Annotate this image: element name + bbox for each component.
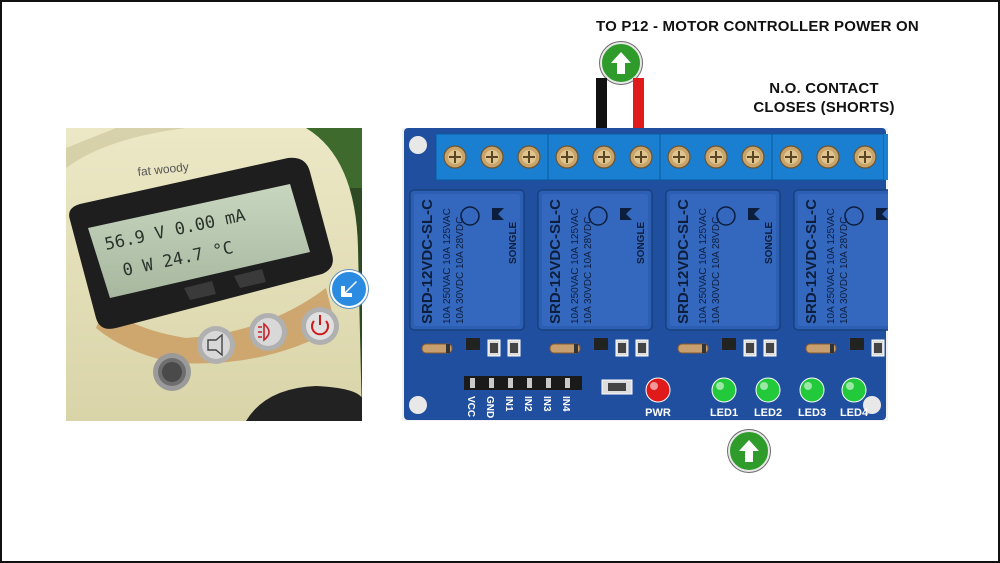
photo-display-panel: fat woody 56.9 V 0.00 mA 0 W 24.7 °C: [66, 128, 362, 421]
relay-brand: SONGLE: [636, 221, 647, 264]
contact-label-line2: CLOSES (SHORTS): [753, 99, 895, 116]
terminal-screw: [629, 145, 653, 169]
brand-text: fat woody: [137, 160, 190, 179]
pin-label-in1: IN1: [503, 396, 514, 412]
relay-rating-dc: 10A 30VDC 10A 28VDC: [455, 217, 466, 324]
relay-brand: SONGLE: [508, 221, 519, 264]
songle-logo-icon: [876, 208, 888, 220]
push-button-plain: [153, 353, 191, 391]
push-button-horn: [197, 326, 235, 364]
songle-logo-icon: [492, 208, 504, 220]
horn-icon: [207, 333, 223, 357]
cqc-logo-icon: [588, 206, 608, 226]
cqc-logo-icon: [716, 206, 736, 226]
up-arrow-icon: [600, 42, 642, 84]
red-wire: [633, 78, 644, 130]
led-led1: LED1: [710, 377, 738, 419]
terminal-screw: [555, 145, 579, 169]
relay-rating-ac: 10A 250VAC 10A 125VAC: [570, 208, 581, 324]
pin-label-vcc: VCC: [465, 396, 476, 417]
relay-model-label: SRD-12VDC-SL-C: [419, 199, 436, 324]
relay-model-label: SRD-12VDC-SL-C: [547, 199, 564, 324]
component-cluster: [421, 338, 521, 357]
terminal-screw: [853, 145, 877, 169]
terminal-screw: [443, 145, 467, 169]
pin-label-in2: IN2: [522, 396, 533, 412]
led-pwr: PWR: [645, 377, 671, 419]
songle-logo-icon: [748, 208, 760, 220]
terminal-screw: [480, 145, 504, 169]
up-arrow-icon: [728, 430, 770, 472]
component-cluster: [677, 338, 777, 357]
pin-label-in4: IN4: [560, 396, 571, 412]
headlight-icon: [263, 322, 270, 342]
led-label-led3: LED3: [798, 407, 826, 419]
led-label-pwr: PWR: [645, 407, 671, 419]
terminal-screw: [816, 145, 840, 169]
power-icon: [311, 320, 329, 336]
relay-model-label: SRD-12VDC-SL-C: [675, 199, 692, 324]
contact-label: N.O. CONTACT CLOSES (SHORTS): [744, 79, 904, 117]
header-pin: [527, 378, 532, 388]
relay-rating-ac: 10A 250VAC 10A 125VAC: [826, 208, 837, 324]
led-label-led2: LED2: [754, 407, 782, 419]
relay-brand: SONGLE: [764, 221, 775, 264]
led-led2: LED2: [754, 377, 782, 419]
led-led3: LED3: [798, 377, 826, 419]
cqc-logo-icon: [844, 206, 864, 226]
pin-label-gnd: GND: [484, 396, 495, 418]
header-pin: [565, 378, 570, 388]
black-wire: [596, 78, 607, 130]
terminal-screw: [779, 145, 803, 169]
mount-hole: [409, 396, 427, 414]
component-cluster: [549, 338, 649, 357]
terminal-screw: [704, 145, 728, 169]
terminal-screw: [667, 145, 691, 169]
component-cluster: [805, 338, 885, 357]
header-pin: [489, 378, 494, 388]
contact-label-line1: N.O. CONTACT: [769, 80, 879, 97]
down-left-arrow-icon: [330, 270, 368, 308]
terminal-screw: [517, 145, 541, 169]
led-led4: LED4: [840, 377, 869, 419]
push-button-headlight: [249, 313, 287, 351]
terminal-block: [547, 133, 661, 181]
terminal-block: [659, 133, 773, 181]
relay-rating-dc: 10A 30VDC 10A 28VDC: [711, 217, 722, 324]
relay-rating-dc: 10A 30VDC 10A 28VDC: [583, 217, 594, 324]
display-button-left: [184, 281, 216, 300]
mount-hole: [409, 136, 427, 154]
header-pin: [546, 378, 551, 388]
songle-logo-icon: [620, 208, 632, 220]
relay-rating-ac: 10A 250VAC 10A 125VAC: [698, 208, 709, 324]
relay-rating-dc: 10A 30VDC 10A 28VDC: [839, 217, 850, 324]
top-label: TO P12 - MOTOR CONTROLLER POWER ON: [596, 18, 919, 35]
header-pin: [508, 378, 513, 388]
mount-hole: [863, 396, 881, 414]
terminal-block: [771, 133, 885, 181]
terminal-screw: [741, 145, 765, 169]
header-pin: [470, 378, 475, 388]
input-header: VCC GND IN1 IN2 IN3 IN4: [464, 376, 582, 418]
lcd-screen: [88, 184, 310, 298]
display-button-right: [234, 269, 266, 288]
terminal-block: [435, 133, 549, 181]
led-label-led1: LED1: [710, 407, 738, 419]
relay-model-label: SRD-12VDC-SL-C: [803, 199, 820, 324]
relay-rating-ac: 10A 250VAC 10A 125VAC: [442, 208, 453, 324]
terminal-screw: [592, 145, 616, 169]
led-label-led4: LED4: [840, 407, 869, 419]
pin-label-in3: IN3: [541, 396, 552, 412]
cqc-logo-icon: [460, 206, 480, 226]
terminal-edge: [884, 134, 888, 180]
push-button-power: [301, 307, 339, 345]
